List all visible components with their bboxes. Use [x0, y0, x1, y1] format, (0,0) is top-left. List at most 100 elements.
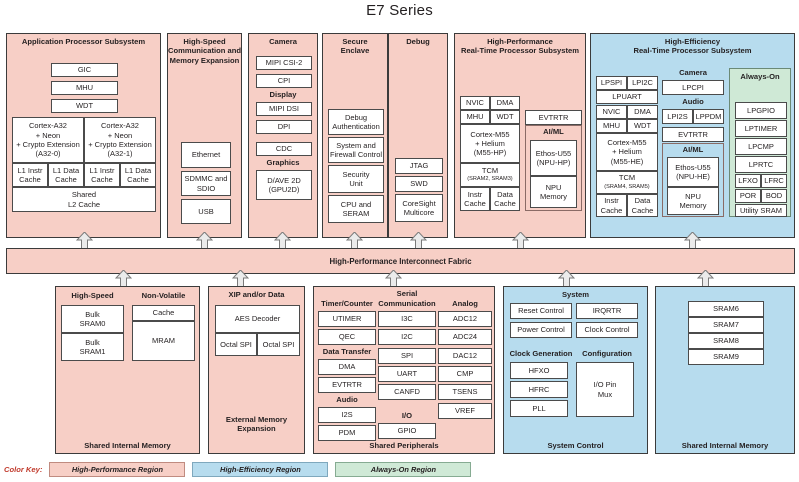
block-shared-internal-memory-left: High-Speed Non-Volatile Bulk SRAM0 Bulk …	[55, 286, 200, 454]
block-system-control: System Reset Control IRQRTR Power Contro…	[503, 286, 648, 454]
system-control-footer: System Control	[547, 441, 604, 450]
cell-cortex-a32-0: Cortex-A32 + Neon + Crypto Extension (A3…	[12, 117, 84, 163]
graphics-label: Graphics	[266, 158, 300, 167]
hp-aiml-label: AI/ML	[543, 127, 564, 136]
cell-system-firewall-control: System and Firewall Control	[328, 137, 384, 163]
he-tcm-label: TCM	[618, 173, 636, 183]
audio-label: Audio	[336, 395, 358, 404]
cell-swd: SWD	[395, 176, 443, 192]
block-camera-display-graphics: Camera MIPI CSI-2 CPI Display MIPI DSI D…	[248, 33, 318, 238]
color-key: Color Key: High-Performance Region High-…	[4, 462, 472, 477]
cell-lprtc: LPRTC	[735, 156, 787, 173]
cell-utility-sram: Utility SRAM	[735, 204, 787, 217]
cell-reset-control: Reset Control	[510, 303, 572, 319]
he-aiml-label: AI/ML	[682, 145, 704, 154]
system-label: System	[561, 290, 590, 299]
cell-io-pin-mux: I/O Pin Mux	[576, 362, 634, 417]
cell-a32-1-l1-data-cache: L1 Data Cache	[120, 163, 156, 187]
cell-cortex-m55-hp: Cortex-M55 + Helium (M55-HP)	[460, 124, 520, 163]
block-high-speed-communication: High-Speed Communication and Memory Expa…	[167, 33, 242, 238]
shared-peripherals-footer: Shared Peripherals	[369, 441, 439, 450]
cell-mram: MRAM	[132, 321, 195, 361]
block-high-performance-realtime-subsystem: High-Performance Real-Time Processor Sub…	[454, 33, 586, 238]
cell-evtrtr: EVTRTR	[318, 377, 376, 393]
cell-adc12: ADC12	[438, 311, 492, 327]
cell-lfrc: LFRC	[761, 174, 787, 188]
group-always-on: Always-On LPGPIO LPTIMER LPCMP LPRTC LFX…	[729, 68, 791, 217]
ext-mem-header: XIP and/or Data	[228, 290, 285, 299]
color-key-label: Color Key:	[4, 465, 43, 474]
cell-cache: Cache	[132, 305, 195, 321]
cell-utimer: UTIMER	[318, 311, 376, 327]
color-key-chip-always-on: Always-On Region	[335, 462, 472, 477]
io-label: I/O	[401, 411, 413, 420]
display-label: Display	[269, 90, 297, 99]
cell-he-data-cache: Data Cache	[627, 194, 658, 217]
cell-cpu-and-seram: CPU and SERAM	[328, 195, 384, 223]
cell-lpcmp: LPCMP	[735, 138, 787, 155]
cell-hp-npu-memory: NPU Memory	[530, 176, 577, 208]
cell-a32-0-l1-data-cache: L1 Data Cache	[48, 163, 84, 187]
cell-irqrtr: IRQRTR	[576, 303, 638, 319]
cell-pdm: PDM	[318, 425, 376, 441]
cell-cortex-a32-1: Cortex-A32 + Neon + Crypto Extension (A3…	[84, 117, 156, 163]
color-key-chip-high-efficiency: High-Efficiency Region	[192, 462, 329, 477]
cell-aes-decoder: AES Decoder	[215, 305, 300, 333]
clock-generation-label: Clock Generation	[509, 349, 573, 358]
high-performance-interconnect-fabric: High-Performance Interconnect Fabric	[6, 248, 795, 274]
timer-counter-label: Timer/Counter	[321, 299, 373, 308]
shared-internal-memory-left-footer: Shared Internal Memory	[84, 441, 171, 450]
cell-pll: PLL	[510, 400, 568, 417]
nonvolatile-memory-label: Non-Volatile	[141, 291, 186, 300]
cell-octal-spi-0: Octal SPI	[215, 333, 257, 356]
cell-he-tcm: TCM (SRAM4, SRAM5)	[596, 171, 658, 194]
cell-security-unit: Security Unit	[328, 165, 384, 193]
page-title: E7 Series	[366, 2, 433, 19]
cell-debug-authentication: Debug Authentication	[328, 109, 384, 135]
cell-coresight-multicore: CoreSight Multicore	[395, 194, 443, 222]
block-high-efficiency-realtime-subsystem: High-Efficiency Real-Time Processor Subs…	[590, 33, 795, 238]
cell-sdmmc-sdio: SDMMC and SDIO	[181, 171, 231, 196]
color-key-chip-high-performance: High-Performance Region	[49, 462, 186, 477]
cell-hp-mhu: MHU	[460, 110, 490, 124]
he-rt-header: High-Efficiency Real-Time Processor Subs…	[633, 37, 752, 56]
cell-a32-0-l1-instr-cache: L1 Instr Cache	[12, 163, 48, 187]
hp-rt-header: High-Performance Real-Time Processor Sub…	[460, 37, 580, 56]
always-on-header: Always-On	[740, 72, 780, 81]
cell-hp-data-cache: Data Cache	[490, 187, 520, 211]
group-he-aiml: AI/ML Ethos-U55 (NPU-HE) NPU Memory	[662, 143, 724, 217]
group-hp-aiml: AI/ML Ethos-U55 (NPU-HP) NPU Memory	[525, 125, 582, 211]
block-debug: Debug JTAG SWD CoreSight Multicore	[388, 33, 448, 238]
cell-he-mhu: MHU	[596, 119, 627, 133]
cell-sram9: SRAM9	[688, 349, 764, 365]
cell-adc24: ADC24	[438, 329, 492, 345]
highspeed-memory-label: High-Speed	[71, 291, 114, 300]
cell-cmp: CMP	[438, 366, 492, 382]
he-audio-label: Audio	[682, 97, 704, 106]
block-application-processor-subsystem: Application Processor Subsystem GIC MHU …	[6, 33, 161, 238]
cell-dpi: DPI	[256, 120, 312, 134]
he-tcm-sub: (SRAM4, SRAM5)	[604, 183, 650, 190]
block-external-memory-expansion: XIP and/or Data AES Decoder Octal SPI Oc…	[208, 286, 305, 454]
hp-tcm-sub: (SRAM2, SRAM3)	[467, 176, 513, 182]
cell-sram8: SRAM8	[688, 333, 764, 349]
cell-lptimer: LPTIMER	[735, 120, 787, 137]
cell-vref: VREF	[438, 403, 492, 419]
cell-lpcpi: LPCPI	[662, 80, 724, 95]
cell-hp-tcm: TCM (SRAM2, SRAM3)	[460, 163, 520, 187]
debug-header: Debug	[406, 37, 430, 46]
cell-por: POR	[735, 189, 761, 203]
cell-hp-nvic: NVIC	[460, 96, 490, 110]
cell-cortex-m55-he: Cortex-M55 + Helium (M55-HE)	[596, 133, 658, 171]
cell-hp-wdt: WDT	[490, 110, 520, 124]
secure-enclave-header: Secure Enclave	[340, 37, 370, 56]
cell-usb: USB	[181, 199, 231, 224]
cell-lpi2c: LPI2C	[627, 76, 658, 90]
cell-hp-evtrtr: EVTRTR	[525, 110, 582, 125]
cell-gpio: GPIO	[378, 423, 436, 439]
cell-uart: UART	[378, 366, 436, 382]
cell-hfxo: HFXO	[510, 362, 568, 379]
cell-mipi-dsi: MIPI DSI	[256, 102, 312, 116]
cell-lpgpio: LPGPIO	[735, 102, 787, 119]
